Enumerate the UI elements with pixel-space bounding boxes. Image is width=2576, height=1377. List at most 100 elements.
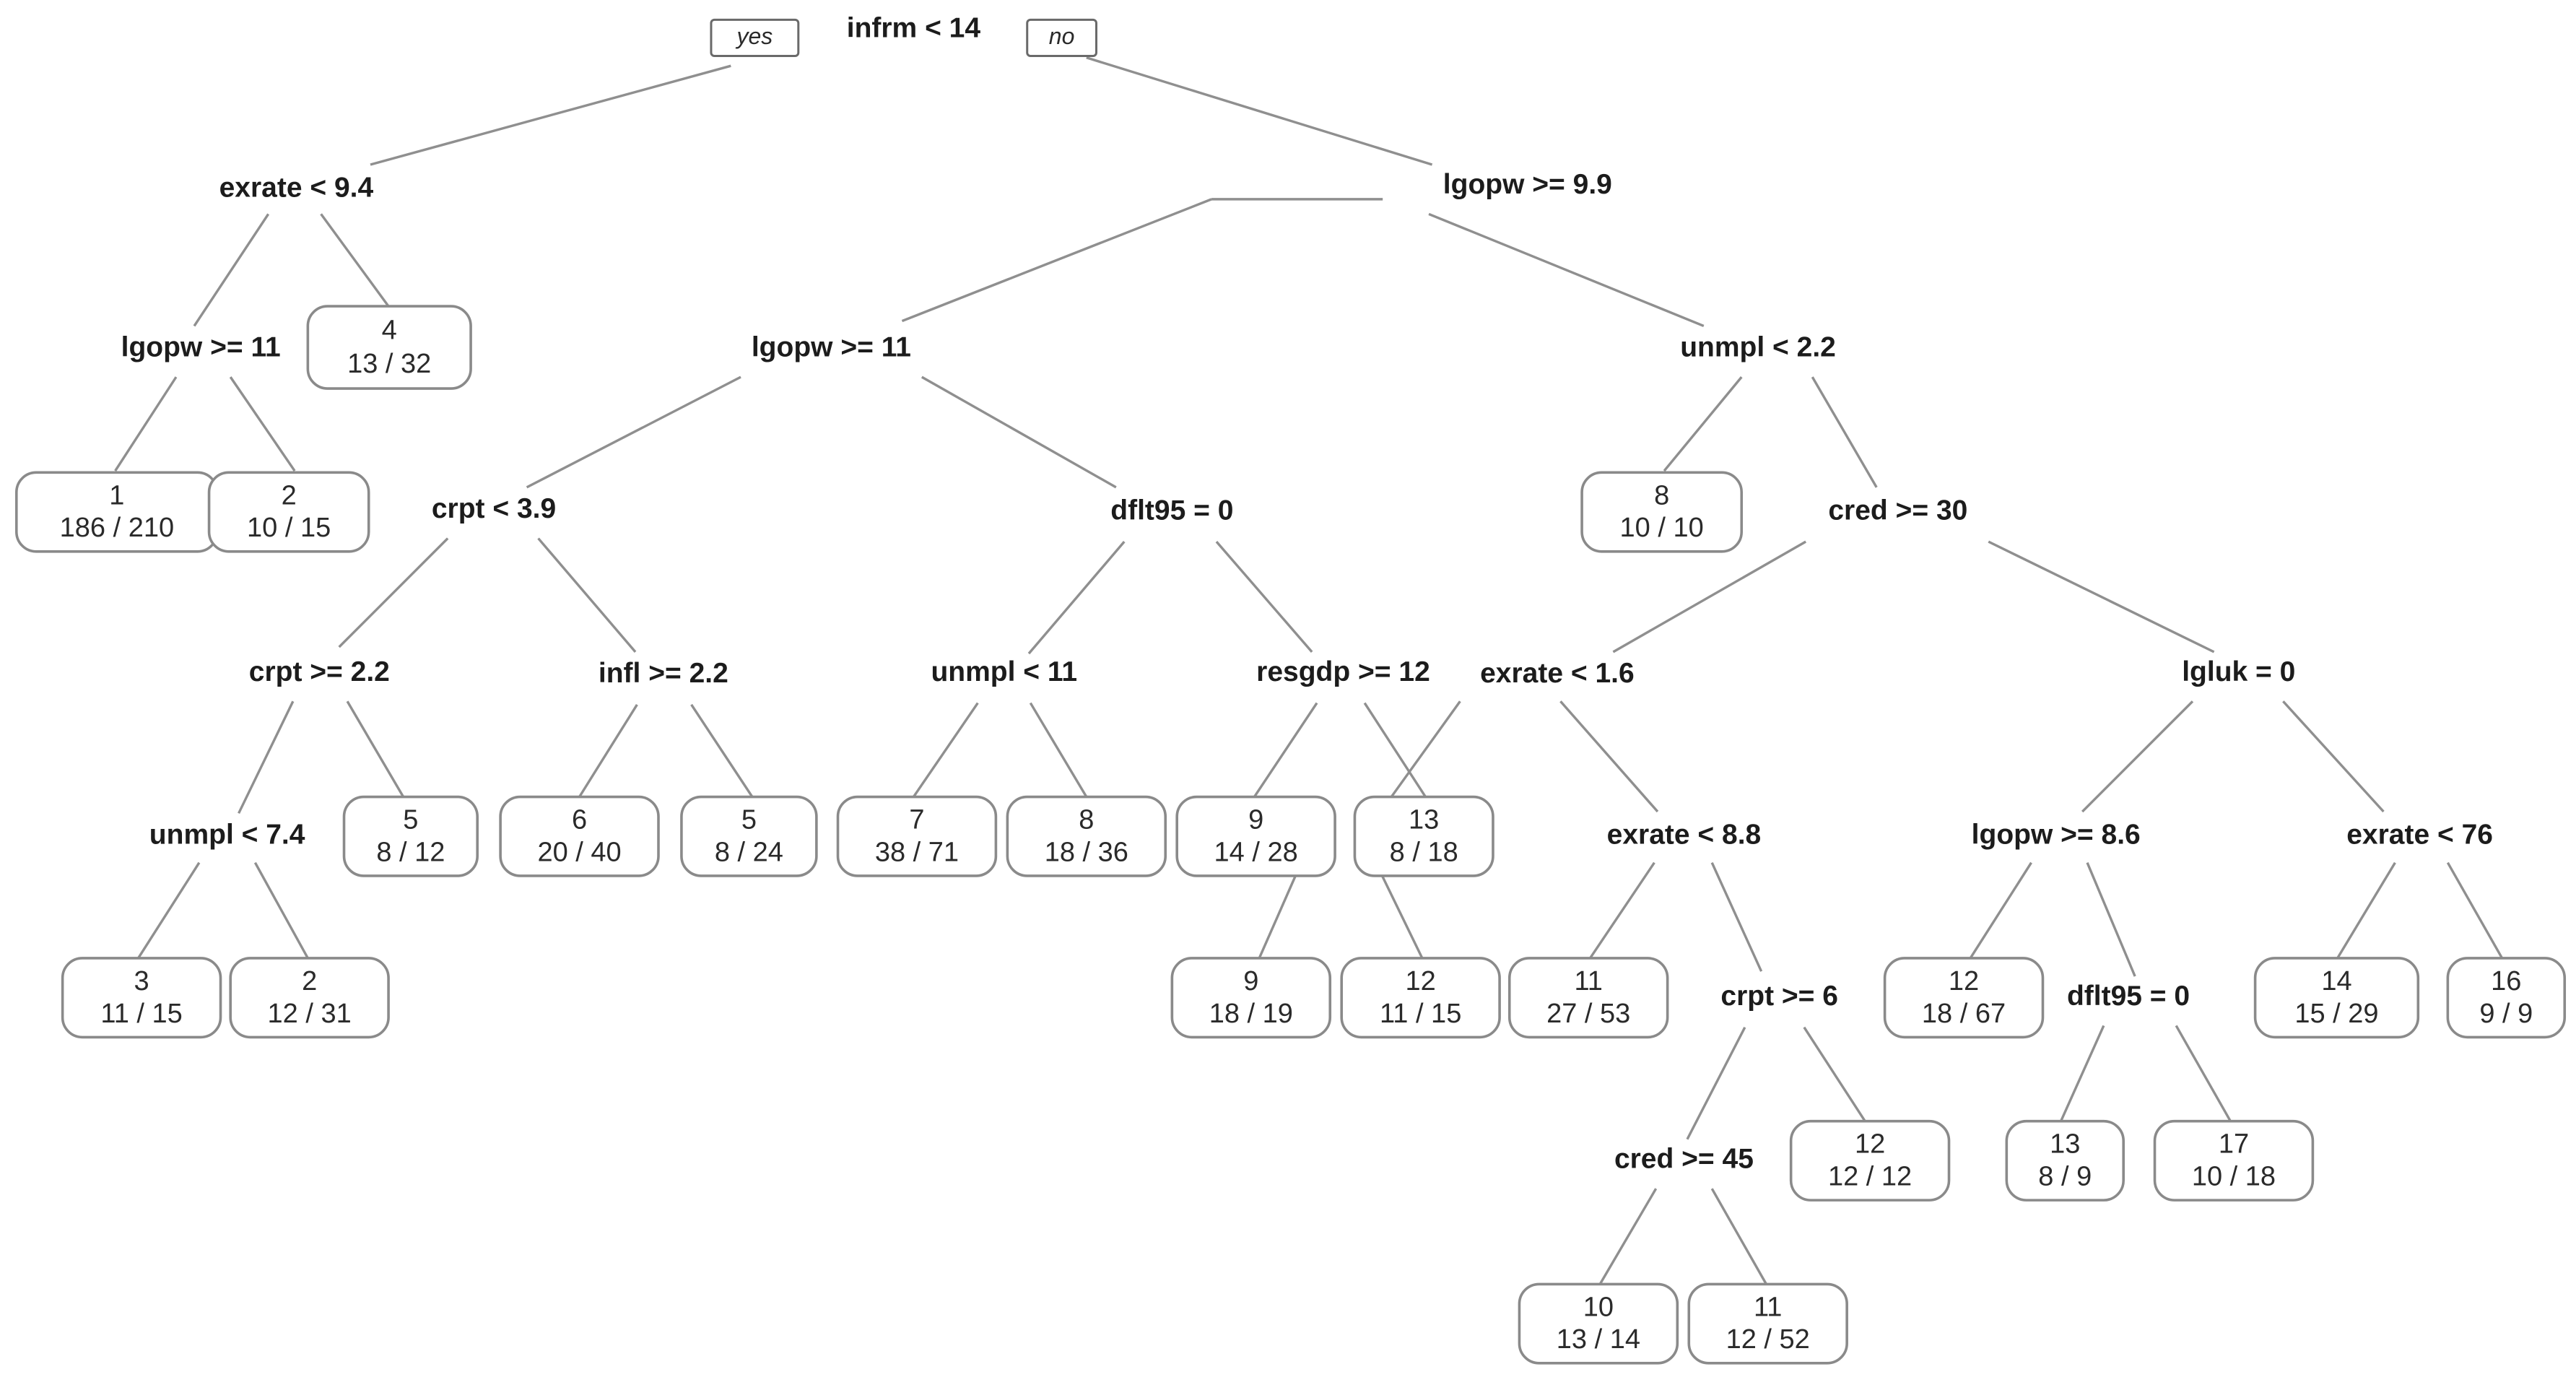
split-label: infrm < 14: [847, 12, 981, 43]
tree-edge: [1589, 861, 1655, 959]
leaf-counts: 18 / 67: [1922, 999, 2006, 1029]
split-label: exrate < 1.6: [1480, 658, 1635, 689]
tree-edge: [2081, 700, 2194, 813]
leaf-class: 2: [282, 480, 297, 511]
tree-edge: [229, 376, 296, 472]
no-label-box: [1026, 18, 1097, 58]
split-label: crpt >= 6: [1720, 981, 1838, 1012]
split-label: resgdp >= 12: [1256, 656, 1430, 687]
leaf-node: 212 / 31: [229, 957, 390, 1039]
leaf-counts: 14 / 28: [1214, 837, 1298, 867]
leaf-box: [836, 795, 998, 877]
tree-edge: [921, 375, 1117, 489]
tree-edge: [690, 703, 754, 798]
leaf-counts: 18 / 19: [1209, 999, 1293, 1029]
leaf-box: [1507, 957, 1669, 1039]
leaf-counts: 12 / 31: [268, 999, 352, 1029]
leaf-class: 13: [1409, 804, 1439, 835]
tree-edge: [2086, 862, 2136, 977]
leaf-class: 8: [1654, 480, 1669, 511]
leaf-counts: 15 / 29: [2294, 999, 2378, 1029]
leaf-counts: 10 / 18: [2192, 1162, 2276, 1192]
yes-branch-label: yes: [710, 18, 800, 58]
leaf-counts: 38 / 71: [875, 837, 959, 867]
leaf-box: [499, 795, 660, 877]
leaf-class: 7: [909, 804, 924, 835]
no-branch-label: no: [1026, 18, 1097, 58]
leaf-box: [2446, 957, 2567, 1039]
tree-edge: [1969, 861, 2032, 959]
split-label: unmpl < 2.2: [1680, 332, 1836, 363]
tree-edge: [2060, 1025, 2105, 1122]
leaf-box: [2253, 957, 2420, 1039]
split-label: lgluk = 0: [2182, 656, 2295, 687]
tree-edges: [114, 56, 2504, 1285]
split-label: dflt95 = 0: [1110, 495, 1233, 526]
tree-edge: [1559, 700, 1659, 813]
leaf-node: 620 / 40: [499, 795, 660, 877]
leaf-node: 138 / 9: [2005, 1119, 2125, 1202]
split-label: exrate < 9.4: [219, 172, 374, 203]
leaf-counts: 8 / 9: [2038, 1162, 2092, 1192]
leaf-node: 58 / 12: [342, 795, 479, 877]
split-label: lgopw >= 11: [121, 332, 281, 363]
tree-edge: [1710, 862, 1763, 972]
tree-edge: [114, 376, 178, 472]
leaf-counts: 8 / 12: [376, 837, 445, 867]
split-label: crpt >= 2.2: [249, 656, 390, 687]
leaf-class: 5: [741, 804, 757, 835]
leaf-box: [1883, 957, 2045, 1039]
tree-edge: [338, 537, 449, 648]
branch-direction-labels: yes no: [710, 18, 1097, 58]
tree-edge: [320, 213, 390, 308]
leaf-node: 413 / 32: [306, 305, 472, 390]
leaf-class: 16: [2491, 966, 2521, 996]
leaf-class: 10: [1583, 1292, 1614, 1322]
leaf-node: 818 / 36: [1006, 795, 1167, 877]
tree-edge: [2175, 1025, 2232, 1122]
tree-edge: [526, 375, 741, 489]
leaf-box: [1518, 1282, 1679, 1365]
tree-edge: [238, 700, 295, 815]
leaf-node: 138 / 18: [1353, 795, 1494, 877]
tree-edge: [1612, 540, 1807, 653]
leaf-counts: 11 / 15: [100, 999, 182, 1029]
no-label-text: no: [1049, 23, 1075, 49]
yes-label-text: yes: [735, 23, 773, 49]
leaf-counts: 186 / 210: [60, 513, 174, 543]
tree-edge: [2446, 861, 2504, 959]
leaf-counts: 20 / 40: [537, 837, 621, 867]
leaf-counts: 8 / 18: [1390, 837, 1458, 867]
tree-edge: [1086, 56, 1433, 166]
leaf-node: 918 / 19: [1170, 957, 1332, 1039]
tree-edge: [1811, 376, 1878, 488]
leaf-counts: 10 / 15: [247, 513, 331, 543]
tree-edge: [370, 64, 731, 166]
leaf-counts: 11 / 15: [1380, 999, 1461, 1029]
leaf-box: [207, 471, 370, 553]
leaf-class: 11: [1574, 966, 1602, 996]
leaf-class: 14: [2321, 966, 2351, 996]
split-label: crpt < 3.9: [432, 493, 556, 524]
leaf-counts: 13 / 32: [347, 349, 431, 379]
leaf-class: 3: [134, 966, 149, 996]
tree-edge: [2282, 700, 2385, 813]
split-label: dflt95 = 0: [2067, 981, 2190, 1012]
leaf-counts: 10 / 10: [1620, 513, 1704, 543]
leaf-box: [1006, 795, 1167, 877]
leaf-class: 12: [1855, 1129, 1885, 1160]
tree-edge: [346, 700, 405, 798]
leaf-node: 311 / 15: [61, 957, 222, 1039]
tree-edge: [901, 198, 1212, 323]
leaf-counts: 12 / 12: [1828, 1162, 1912, 1192]
leaf-box: [229, 957, 390, 1039]
split-label: exrate < 8.8: [1607, 820, 1762, 851]
leaf-class: 12: [1405, 966, 1435, 996]
